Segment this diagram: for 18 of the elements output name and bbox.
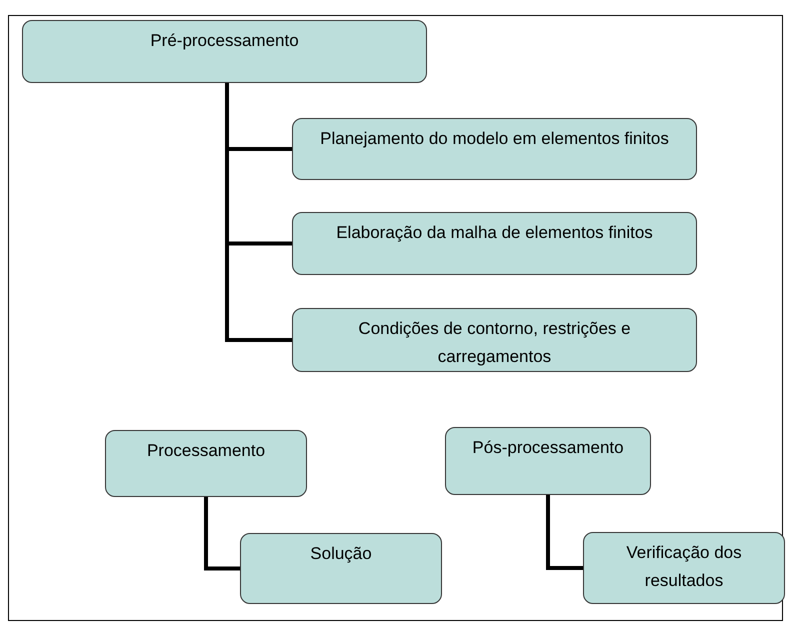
box-label: Verificação dos resultados [625,542,743,592]
process-box [292,118,697,180]
process-box [240,533,442,604]
connector-line [204,497,240,570]
box-label: Processamento [146,440,266,462]
box-label: Solução [310,543,372,565]
connector-line [546,495,583,570]
process-box [292,212,697,275]
box-label: Planejamento do modelo em elementos finitos [320,128,669,150]
box-label: Pós-processamento [472,437,624,459]
box-label: Elaboração da malha de elementos finitos [336,222,653,244]
box-label: Pré-processamento [150,30,299,52]
process-box [22,20,427,83]
process-box [583,532,785,604]
process-box [445,427,651,495]
process-box [292,308,697,372]
process-box [105,430,307,497]
box-label: Condições de contorno, restrições e carregamentos [357,318,632,368]
